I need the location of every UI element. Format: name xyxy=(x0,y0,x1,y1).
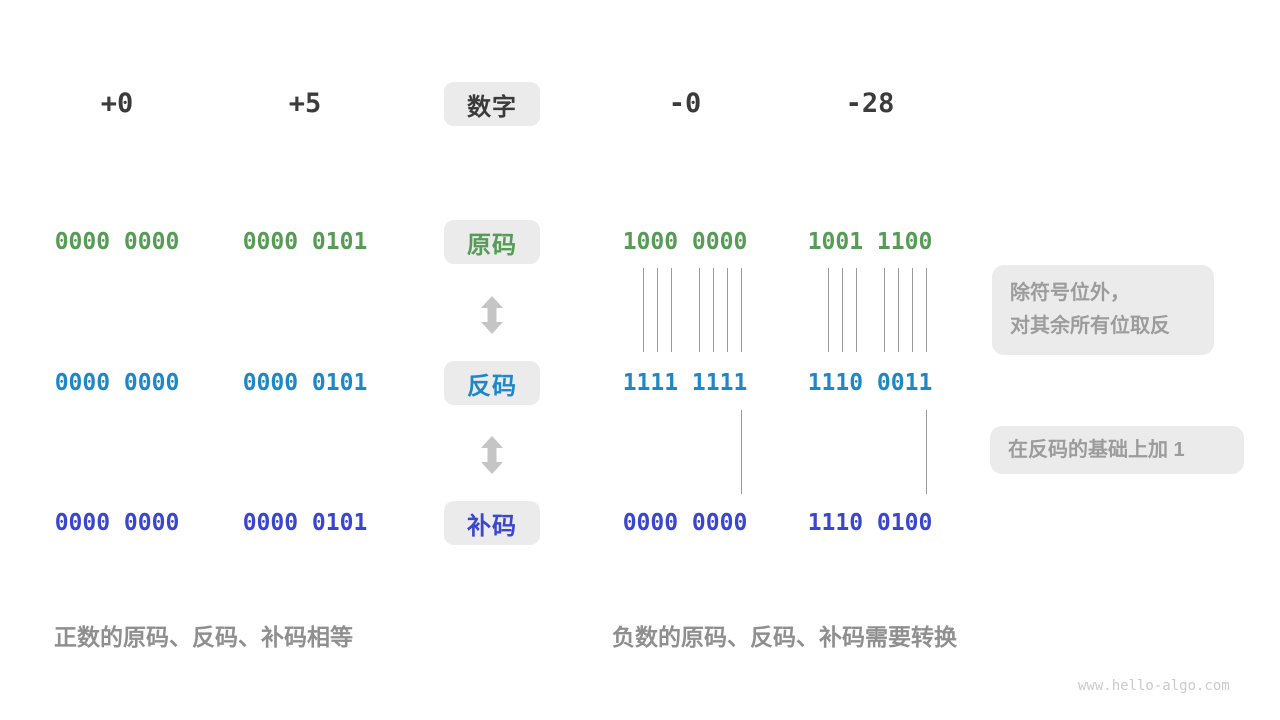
sign-magnitude-plus5: 0000 0101 xyxy=(242,229,368,255)
header-label-box: 数字 xyxy=(444,82,540,126)
up-down-arrow-icon xyxy=(481,296,503,334)
bit-connector-line xyxy=(741,410,742,494)
bit-connector-line xyxy=(713,268,714,352)
bit-connector-line xyxy=(643,268,644,352)
ones-complement-label-text: 反码 xyxy=(467,372,517,400)
bit-connector-line xyxy=(741,268,742,352)
header-number-plus0: +0 xyxy=(100,88,134,119)
bit-connector-line xyxy=(828,268,829,352)
bit-connector-line xyxy=(856,268,857,352)
ones-complement-plus5: 0000 0101 xyxy=(242,370,368,396)
twos-complement-label-text: 补码 xyxy=(467,512,517,540)
bit-connector-line xyxy=(671,268,672,352)
add-one-note-text: 在反码的基础上加 1 xyxy=(1008,438,1185,461)
ones-complement-minus28: 1110 0011 xyxy=(807,370,933,396)
twos-complement-plus0: 0000 0000 xyxy=(54,510,180,536)
ones-complement-plus0: 0000 0000 xyxy=(54,370,180,396)
bit-connector-line xyxy=(898,268,899,352)
bit-connector-line xyxy=(657,268,658,352)
header-label-text: 数字 xyxy=(467,93,517,121)
bit-connector-line xyxy=(912,268,913,352)
bit-connector-line xyxy=(727,268,728,352)
sign-magnitude-minus28: 1001 1100 xyxy=(807,229,933,255)
caption-negative: 负数的原码、反码、补码需要转换 xyxy=(612,624,957,650)
bit-connector-line xyxy=(926,268,927,352)
bit-connector-line xyxy=(926,410,927,494)
twos-complement-label-box: 补码 xyxy=(444,501,540,545)
up-down-arrow-icon xyxy=(481,436,503,474)
header-number-minus0: -0 xyxy=(668,88,702,119)
sign-magnitude-label-text: 原码 xyxy=(467,231,517,259)
add-one-note: 在反码的基础上加 1 xyxy=(990,426,1244,474)
caption-positive: 正数的原码、反码、补码相等 xyxy=(54,624,353,650)
watermark: www.hello-algo.com xyxy=(1078,678,1230,694)
bit-connector-line xyxy=(699,268,700,352)
sign-magnitude-minus0: 1000 0000 xyxy=(622,229,748,255)
ones-complement-minus0: 1111 1111 xyxy=(622,370,748,396)
bit-connector-line xyxy=(884,268,885,352)
header-number-plus5: +5 xyxy=(288,88,322,119)
sign-magnitude-label-box: 原码 xyxy=(444,220,540,264)
bit-connector-line xyxy=(842,268,843,352)
twos-complement-minus0: 0000 0000 xyxy=(622,510,748,536)
header-number-minus28: -28 xyxy=(845,88,895,119)
twos-complement-minus28: 1110 0100 xyxy=(807,510,933,536)
ones-complement-label-box: 反码 xyxy=(444,361,540,405)
twos-complement-plus5: 0000 0101 xyxy=(242,510,368,536)
invert-bits-note-line1: 除符号位外， xyxy=(1010,282,1130,304)
invert-bits-note: 除符号位外， 对其余所有位取反 xyxy=(992,265,1214,355)
sign-magnitude-plus0: 0000 0000 xyxy=(54,229,180,255)
invert-bits-note-line2: 对其余所有位取反 xyxy=(1010,315,1170,337)
